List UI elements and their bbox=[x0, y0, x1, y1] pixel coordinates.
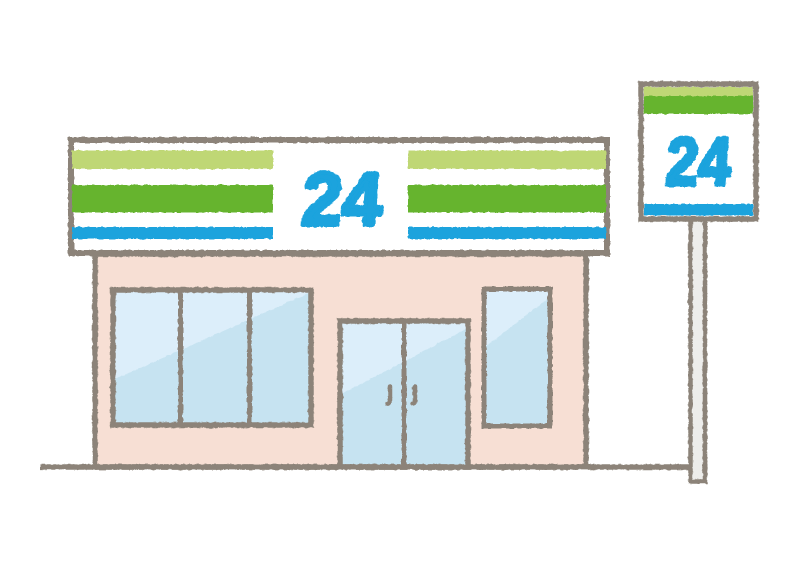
svg-text:24: 24 bbox=[299, 157, 385, 241]
svg-text:24: 24 bbox=[664, 124, 734, 200]
